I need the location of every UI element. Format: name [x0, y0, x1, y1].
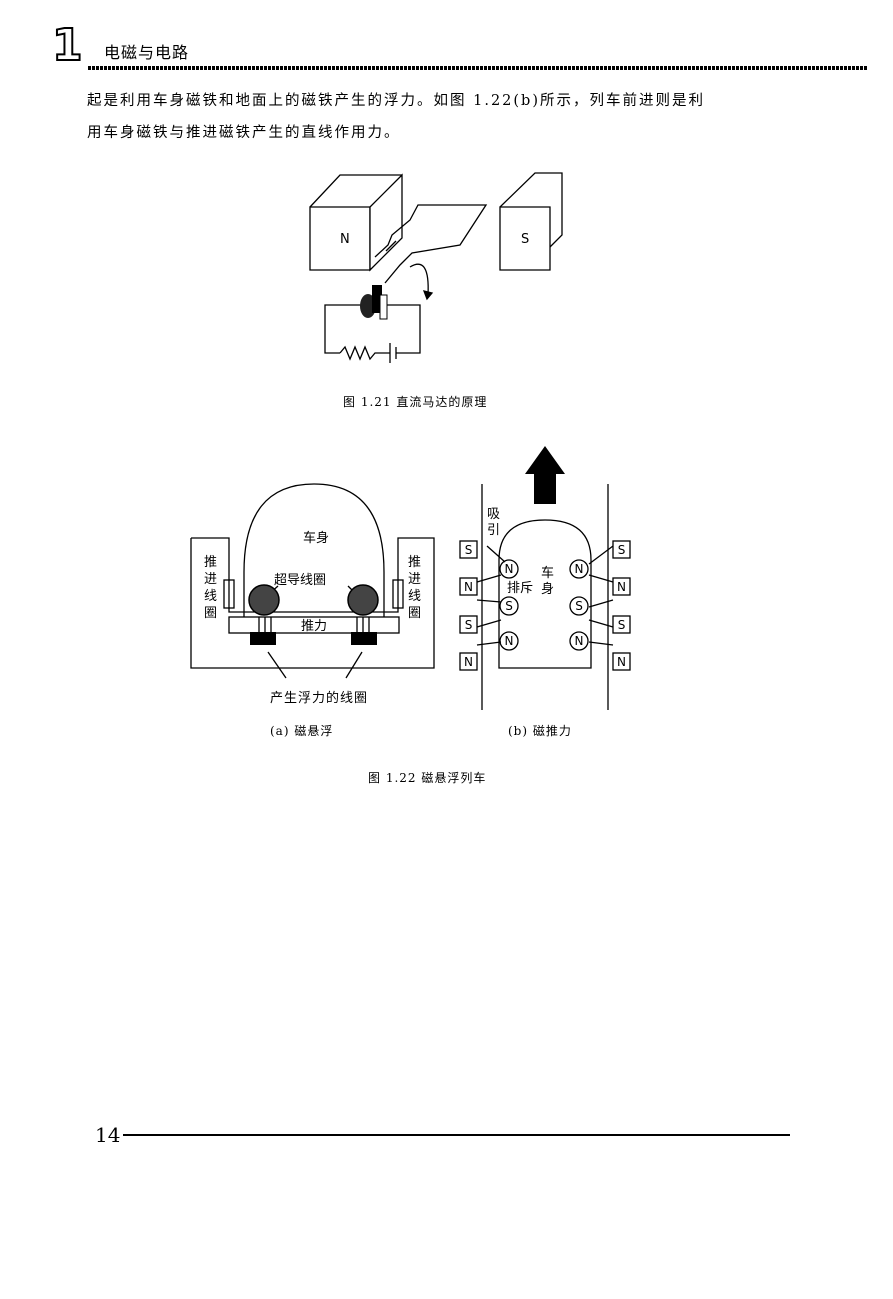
propulsion-coil-right-4: 圈: [408, 606, 421, 621]
chapter-title: 电磁与电路: [104, 43, 190, 62]
direction-arrow-icon: [525, 446, 565, 504]
header-rule: [88, 66, 868, 70]
page-number: 14: [95, 1123, 121, 1147]
figure-1-22b-propulsion: S N S N S N S N N S N N S N 吸 引 排斥 车 身: [459, 446, 631, 710]
attract-label-2: 引: [487, 523, 500, 538]
figure-1-22a-maglev: 车身 超导线圈 推力 推 进 线 圈 推 进 线 圈: [190, 483, 435, 679]
repel-label: 排斥: [507, 581, 533, 596]
figure-1-22b-label: (b) 磁推力: [508, 724, 572, 738]
track-magnet-left-1: S: [465, 543, 473, 557]
levitation-coil-left: [250, 632, 276, 645]
figure-1-22a-label: (a) 磁悬浮: [270, 724, 334, 738]
figure-1-21-dc-motor: N S: [309, 172, 563, 363]
superconducting-coil-right: [347, 584, 379, 616]
propulsion-coil-left-1: 推: [204, 555, 217, 570]
propulsion-coil-left-4: 圈: [204, 606, 217, 621]
car-pole-right-3: N: [575, 634, 584, 648]
car-body-b-2: 身: [541, 581, 554, 597]
track-magnet-left-4: N: [464, 655, 473, 669]
track-magnet-right-2: N: [617, 580, 626, 594]
pole-n-label: N: [340, 232, 350, 247]
propulsion-coil-right-3: 线: [408, 589, 421, 604]
track-magnet-left-3: S: [465, 618, 473, 632]
propulsion-coil-left-3: 线: [204, 589, 217, 604]
car-body-label: 车身: [303, 530, 329, 546]
track-magnet-right-4: N: [617, 655, 626, 669]
superconducting-coil-left: [248, 584, 280, 616]
figure-1-21-caption: 图 1.21 直流马达的原理: [343, 395, 488, 409]
car-pole-left-3: N: [505, 634, 514, 648]
track-magnet-left-2: N: [464, 580, 473, 594]
pole-s-label: S: [521, 232, 529, 247]
body-paragraph: 起是利用车身磁铁和地面上的磁铁产生的浮力。如图 1.22(b)所示，列车前进则是…: [87, 85, 807, 149]
propulsion-coil-right-1: 推: [408, 555, 421, 570]
track-magnet-right-3: S: [618, 618, 626, 632]
chapter-number: 1: [51, 20, 84, 71]
figure-1-22-caption: 图 1.22 磁悬浮列车: [368, 771, 487, 785]
car-pole-right-1: N: [575, 562, 584, 576]
track-magnet-right-1: S: [618, 543, 626, 557]
thrust-label: 推力: [301, 619, 327, 634]
car-body-b-1: 车: [541, 565, 554, 581]
attract-label-1: 吸: [487, 507, 500, 522]
levitation-coil-label: 产生浮力的线圈: [270, 691, 369, 706]
footer-rule: [123, 1134, 790, 1136]
car-pole-left-2: S: [505, 599, 513, 613]
car-pole-left-1: N: [505, 562, 514, 576]
propulsion-coil-right-2: 进: [408, 572, 421, 587]
levitation-coil-right: [351, 632, 377, 645]
body-line-1: 起是利用车身磁铁和地面上的磁铁产生的浮力。如图 1.22(b)所示，列车前进则是…: [87, 93, 705, 109]
superconducting-coil-label: 超导线圈: [274, 573, 326, 588]
propulsion-coil-left-2: 进: [204, 572, 217, 587]
body-line-2: 用车身磁铁与推进磁铁产生的直线作用力。: [87, 125, 401, 141]
car-pole-right-2: S: [575, 599, 583, 613]
